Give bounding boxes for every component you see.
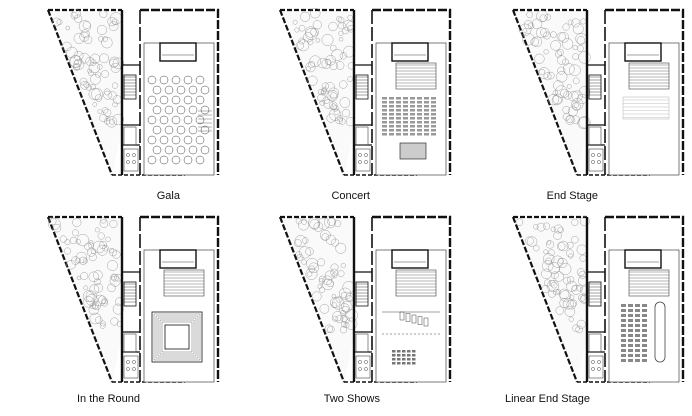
stair-core bbox=[588, 281, 604, 379]
floor-plan-two-shows bbox=[272, 212, 457, 392]
seating-gala bbox=[147, 75, 212, 165]
stair-core bbox=[123, 74, 139, 172]
floor-plan-drawing bbox=[511, 215, 685, 383]
seating-concert bbox=[382, 62, 437, 160]
floor-plan-in-the-round bbox=[40, 212, 225, 392]
building-walls bbox=[585, 215, 685, 382]
courtyard-trees bbox=[52, 9, 125, 128]
seating-end-stage bbox=[622, 62, 670, 120]
caption-concert: Concert bbox=[331, 190, 370, 202]
main-hall bbox=[143, 42, 215, 176]
courtyard-trees bbox=[515, 216, 590, 334]
caption-linear-end-stage: Linear End Stage bbox=[504, 393, 590, 405]
courtyard-trees bbox=[294, 216, 358, 334]
stair-core bbox=[123, 281, 139, 379]
building-walls bbox=[352, 8, 452, 175]
seating-in-the-round bbox=[151, 269, 205, 363]
floor-plan-concert bbox=[272, 5, 457, 185]
floor-plan-gala bbox=[40, 5, 225, 185]
caption-gala: Gala bbox=[156, 190, 180, 202]
building-walls bbox=[352, 215, 452, 382]
stair-core bbox=[355, 281, 371, 379]
floor-plan-drawing bbox=[511, 8, 685, 176]
seating-two-shows bbox=[382, 269, 440, 365]
caption-in-the-round: In the Round bbox=[77, 393, 140, 405]
courtyard-trees bbox=[519, 10, 591, 129]
courtyard-trees bbox=[48, 216, 125, 329]
caption-end-stage: End Stage bbox=[546, 190, 598, 202]
floor-plan-drawing bbox=[46, 8, 220, 176]
courtyard-trees bbox=[292, 7, 356, 127]
stair-core bbox=[588, 74, 604, 172]
floor-plan-drawing bbox=[278, 7, 452, 176]
caption-two-shows: Two Shows bbox=[323, 393, 380, 405]
building-walls bbox=[120, 8, 220, 175]
floor-plan-drawing bbox=[46, 215, 220, 383]
floor-plan-linear-end-stage bbox=[505, 212, 690, 392]
stair-core bbox=[355, 74, 371, 172]
seating-linear-end-stage bbox=[621, 269, 670, 363]
floor-plan-end-stage bbox=[505, 5, 690, 185]
floor-plan-drawing bbox=[278, 215, 452, 383]
